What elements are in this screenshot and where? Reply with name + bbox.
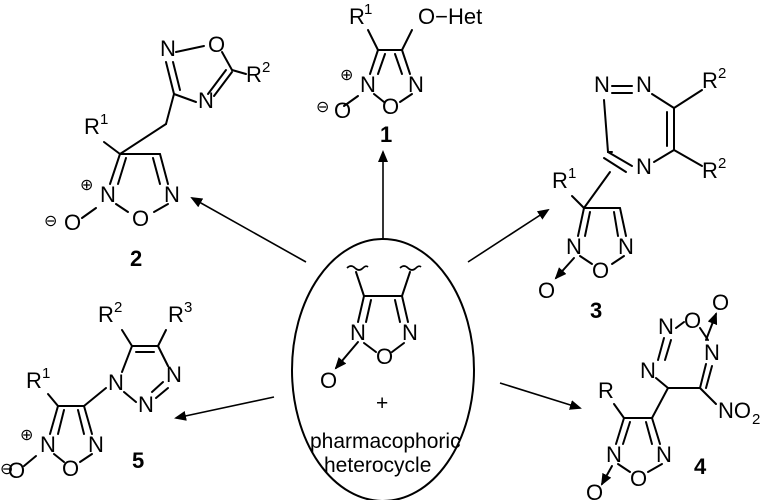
c5-o-ring: O [62, 456, 79, 481]
c1-number: 1 [380, 122, 392, 147]
c5-r1-sup: 1 [42, 365, 50, 382]
center-ellipse [291, 238, 475, 500]
c3-n-top-2: N [636, 72, 652, 97]
c5-n1: N [108, 370, 124, 395]
c2-n-left: N [100, 182, 116, 207]
center-scaffold: N N O O + pharmacophoric heterocycle [291, 238, 475, 500]
c5-r2-sup: 2 [114, 299, 122, 316]
arrow-to-4 [499, 382, 582, 410]
c5-minus-charge: ⊖ [0, 461, 13, 478]
wavy-bond-left [346, 265, 369, 271]
wavy-bond-right [399, 265, 422, 271]
c2-r2: R [246, 62, 262, 87]
c4-o-ring: O [630, 466, 647, 491]
c5-n-right: N [88, 432, 104, 457]
c2-n-right: N [164, 182, 180, 207]
c4-n-top-right: N [704, 340, 720, 365]
c5-n2: N [138, 392, 154, 417]
c4-nitro-sub: 2 [752, 411, 760, 428]
c3-number: 3 [590, 298, 602, 323]
c3-n-left: N [566, 234, 582, 259]
compound-5: R 2 R 3 N N N R 1 N N O ⊕ O ⊖ 5 [0, 299, 192, 483]
center-plus: + [376, 392, 388, 415]
c4-r: R [598, 378, 614, 403]
c2-n-top: N [160, 36, 176, 61]
arrow-to-2 [190, 197, 307, 263]
c4-nitro: NO [718, 398, 751, 423]
c3-r2b-sup: 2 [718, 155, 726, 172]
c2-o-oxide: O [64, 210, 81, 235]
c5-o-oxide: O [8, 458, 25, 483]
c1-r1: R [349, 4, 365, 29]
c2-minus-charge: ⊖ [44, 213, 57, 230]
c5-r3: R [168, 302, 184, 327]
c5-r2: R [98, 302, 114, 327]
c3-n-right: N [618, 234, 634, 259]
c1-minus-charge: ⊖ [316, 99, 329, 116]
c5-n-left: N [40, 432, 56, 457]
center-o-ring: O [376, 344, 393, 369]
compound-3: N N R 2 R 2 N R 1 N N O O 3 [538, 65, 726, 323]
center-caption-line1: pharmacophoric [310, 430, 461, 453]
center-n-right: N [402, 320, 418, 345]
c4-o-oxide: O [586, 480, 603, 500]
c1-plus-charge: ⊕ [340, 67, 353, 84]
c2-plus-charge: ⊕ [80, 177, 93, 194]
c2-o-ring: O [132, 206, 149, 231]
c5-plus-charge: ⊕ [20, 427, 33, 444]
c2-r1-sup: 1 [100, 111, 108, 128]
c3-n-ring: N [636, 154, 652, 179]
c1-r1-sup: 1 [364, 1, 372, 18]
c5-number: 5 [132, 448, 144, 473]
c4-n-top-left: N [640, 358, 656, 383]
c5-r3-sup: 3 [184, 299, 192, 316]
center-n-left: N [350, 320, 366, 345]
reaction-arrows [174, 150, 582, 421]
c5-r1: R [26, 368, 42, 393]
c4-o-top-ring: O [684, 308, 701, 333]
center-caption-line2: heterocycle [324, 454, 431, 477]
c3-r1-sup: 1 [568, 165, 576, 182]
c1-o-ring: O [382, 94, 399, 119]
c3-r1: R [552, 168, 568, 193]
c3-r2a: R [702, 68, 718, 93]
c2-o-oxadiazole: O [208, 32, 225, 57]
c3-r2b: R [702, 158, 718, 183]
c2-number: 2 [130, 246, 142, 271]
arrow-to-3 [467, 208, 550, 263]
c1-n-left: N [360, 72, 376, 97]
c2-r2-sup: 2 [262, 59, 270, 76]
c3-r2a-sup: 2 [718, 65, 726, 82]
compound-1: R 1 O−Het N N O ⊕ O ⊖ 1 [316, 1, 482, 147]
arrow-to-5 [174, 396, 275, 421]
compound-2: N O R 2 N R 1 N N O ⊕ O ⊖ 2 [44, 32, 270, 271]
c3-o-ring: O [592, 258, 609, 283]
c4-o-oxide-top: O [712, 290, 729, 315]
c2-n-mid: N [198, 88, 214, 113]
center-o-oxide: O [320, 368, 337, 393]
c1-o-oxide: O [334, 98, 351, 123]
c4-n-right: N [656, 442, 672, 467]
c1-het-label: O−Het [418, 4, 482, 29]
c5-n3: N [166, 362, 182, 387]
c3-n-top-1: N [594, 72, 610, 97]
c4-n-top: N [658, 314, 674, 339]
c2-r1: R [84, 114, 100, 139]
c1-n-right: N [408, 72, 424, 97]
c3-o-oxide: O [538, 278, 555, 303]
c4-n-left: N [606, 442, 622, 467]
c4-number: 4 [694, 454, 707, 479]
compound-4: O N O N N NO 2 R N N O O 4 [586, 290, 760, 500]
